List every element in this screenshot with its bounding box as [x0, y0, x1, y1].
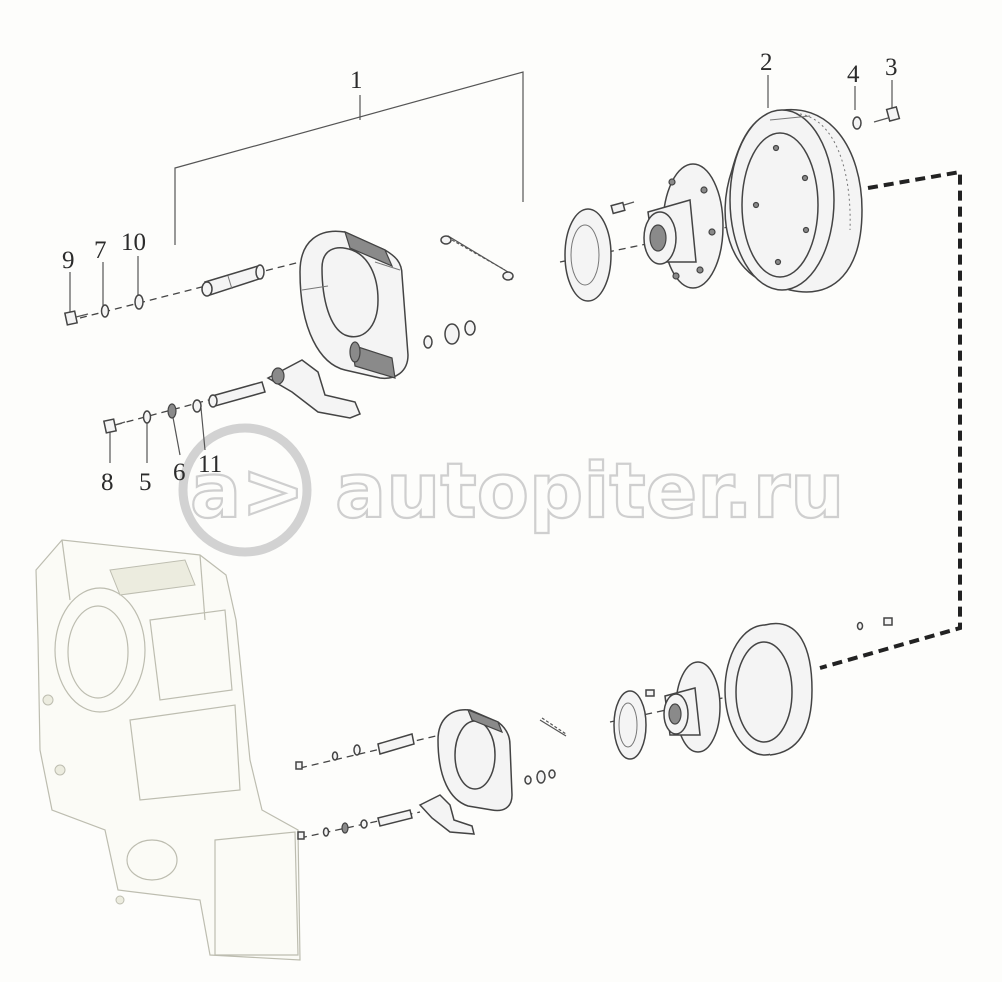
brake-drum-2	[724, 109, 863, 293]
bolt-8	[102, 418, 126, 434]
watermark-text: autopiter.ru	[335, 446, 844, 535]
callout-7: 7	[94, 237, 107, 264]
lever	[266, 359, 361, 419]
callout-10: 10	[121, 229, 146, 256]
transmission-housing	[35, 539, 301, 961]
callout-6: 6	[173, 459, 186, 486]
bolt-9	[63, 310, 89, 326]
watermark-logo-glyph: a>	[190, 446, 305, 535]
callout-labels: 1 2 3 4 5 6 7 8 9 10 11	[62, 49, 898, 496]
callout-9: 9	[62, 247, 75, 274]
seal-plate	[564, 208, 612, 302]
lower-assembly	[295, 617, 893, 840]
callout-4: 4	[847, 61, 860, 88]
watermark-logo-ring	[178, 423, 312, 557]
shoe-ring-a	[423, 335, 433, 349]
washer-4	[852, 116, 862, 130]
callout-3: 3	[885, 54, 898, 81]
callout-5: 5	[139, 469, 152, 496]
watermark: a> autopiter.ru	[178, 423, 845, 557]
callout-1: 1	[350, 67, 363, 94]
hub-flange	[643, 163, 724, 289]
hub-bolt	[610, 201, 635, 215]
leader-lines	[69, 71, 893, 463]
washer-6	[167, 403, 177, 419]
return-spring	[440, 235, 514, 281]
o-ring-10	[134, 294, 144, 310]
callout-11: 11	[198, 451, 222, 478]
lever-pin	[208, 381, 266, 408]
anchor-pin	[201, 264, 265, 297]
washer-5	[142, 410, 152, 424]
shoe-ring-c	[464, 320, 476, 336]
upper-assembly	[63, 105, 901, 434]
callout-8: 8	[101, 469, 114, 496]
brake-shoe-assembly	[299, 230, 409, 380]
shoe-ring-b	[444, 323, 460, 345]
washer-7	[100, 304, 110, 318]
o-ring-11	[192, 399, 202, 413]
callout-2: 2	[760, 49, 773, 76]
bolt-3	[873, 105, 901, 123]
view-connector	[819, 169, 962, 670]
